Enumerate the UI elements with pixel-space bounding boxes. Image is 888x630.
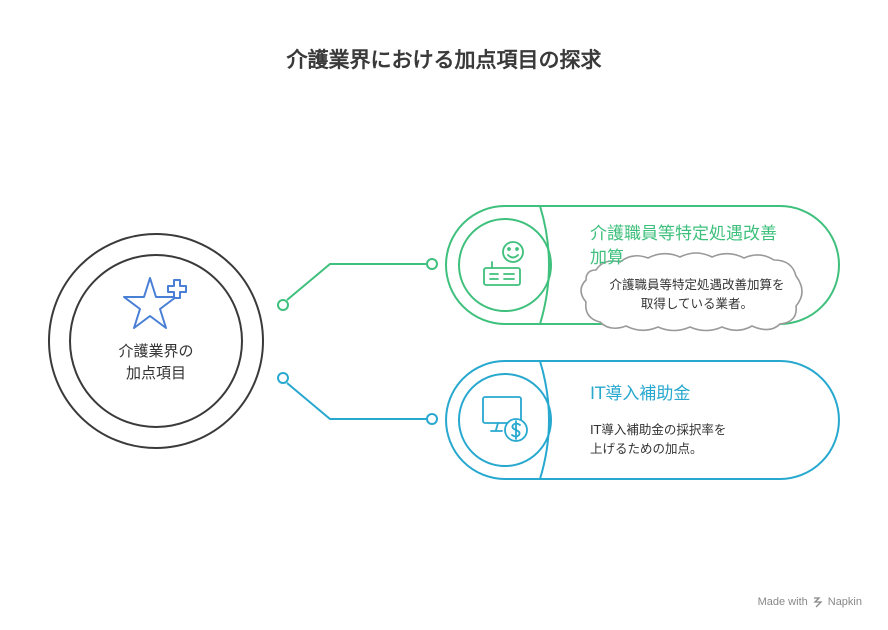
center-label-line1: 介護業界の xyxy=(118,342,194,360)
star-plus-icon xyxy=(123,277,187,329)
item-1-desc-line1: 介護職員等特定処遇改善加算を xyxy=(609,277,785,292)
item-2-shape xyxy=(445,360,840,480)
center-node xyxy=(48,233,264,449)
item-1-description: 介護職員等特定処遇改善加算を 取得している業者。 xyxy=(588,275,806,313)
footer-made-with: Made with xyxy=(757,596,808,608)
page-title: 介護業界における加点項目の探求 xyxy=(286,48,602,72)
footer-attribution[interactable]: Made with Napkin xyxy=(758,596,862,608)
item-2-desc-line1: IT導入補助金の採択率を xyxy=(590,422,727,437)
connector-1 xyxy=(277,258,438,311)
connector-2 xyxy=(277,372,438,425)
item-2-desc-line2: 上げるための加点。 xyxy=(590,441,703,456)
item-1-heading: 介護職員等特定処遇改善 加算 xyxy=(590,222,830,270)
center-label-line2: 加点項目 xyxy=(125,364,186,382)
footer-brand: Napkin xyxy=(827,596,862,608)
smiling-worker-icon xyxy=(483,241,524,286)
item-2-heading: IT導入補助金 xyxy=(590,384,691,404)
computer-dollar-icon xyxy=(482,396,528,442)
item-1-cloud xyxy=(580,252,803,332)
item-1-desc-line2: 取得している業者。 xyxy=(640,296,754,311)
item-1-heading-line2: 加算 xyxy=(590,248,624,268)
item-1-heading-line1: 介護職員等特定処遇改善 xyxy=(590,224,777,244)
center-label: 介護業界の 加点項目 xyxy=(86,340,226,384)
item-2-description: IT導入補助金の採択率を 上げるための加点。 xyxy=(590,420,820,458)
napkin-logo-icon xyxy=(813,597,823,608)
